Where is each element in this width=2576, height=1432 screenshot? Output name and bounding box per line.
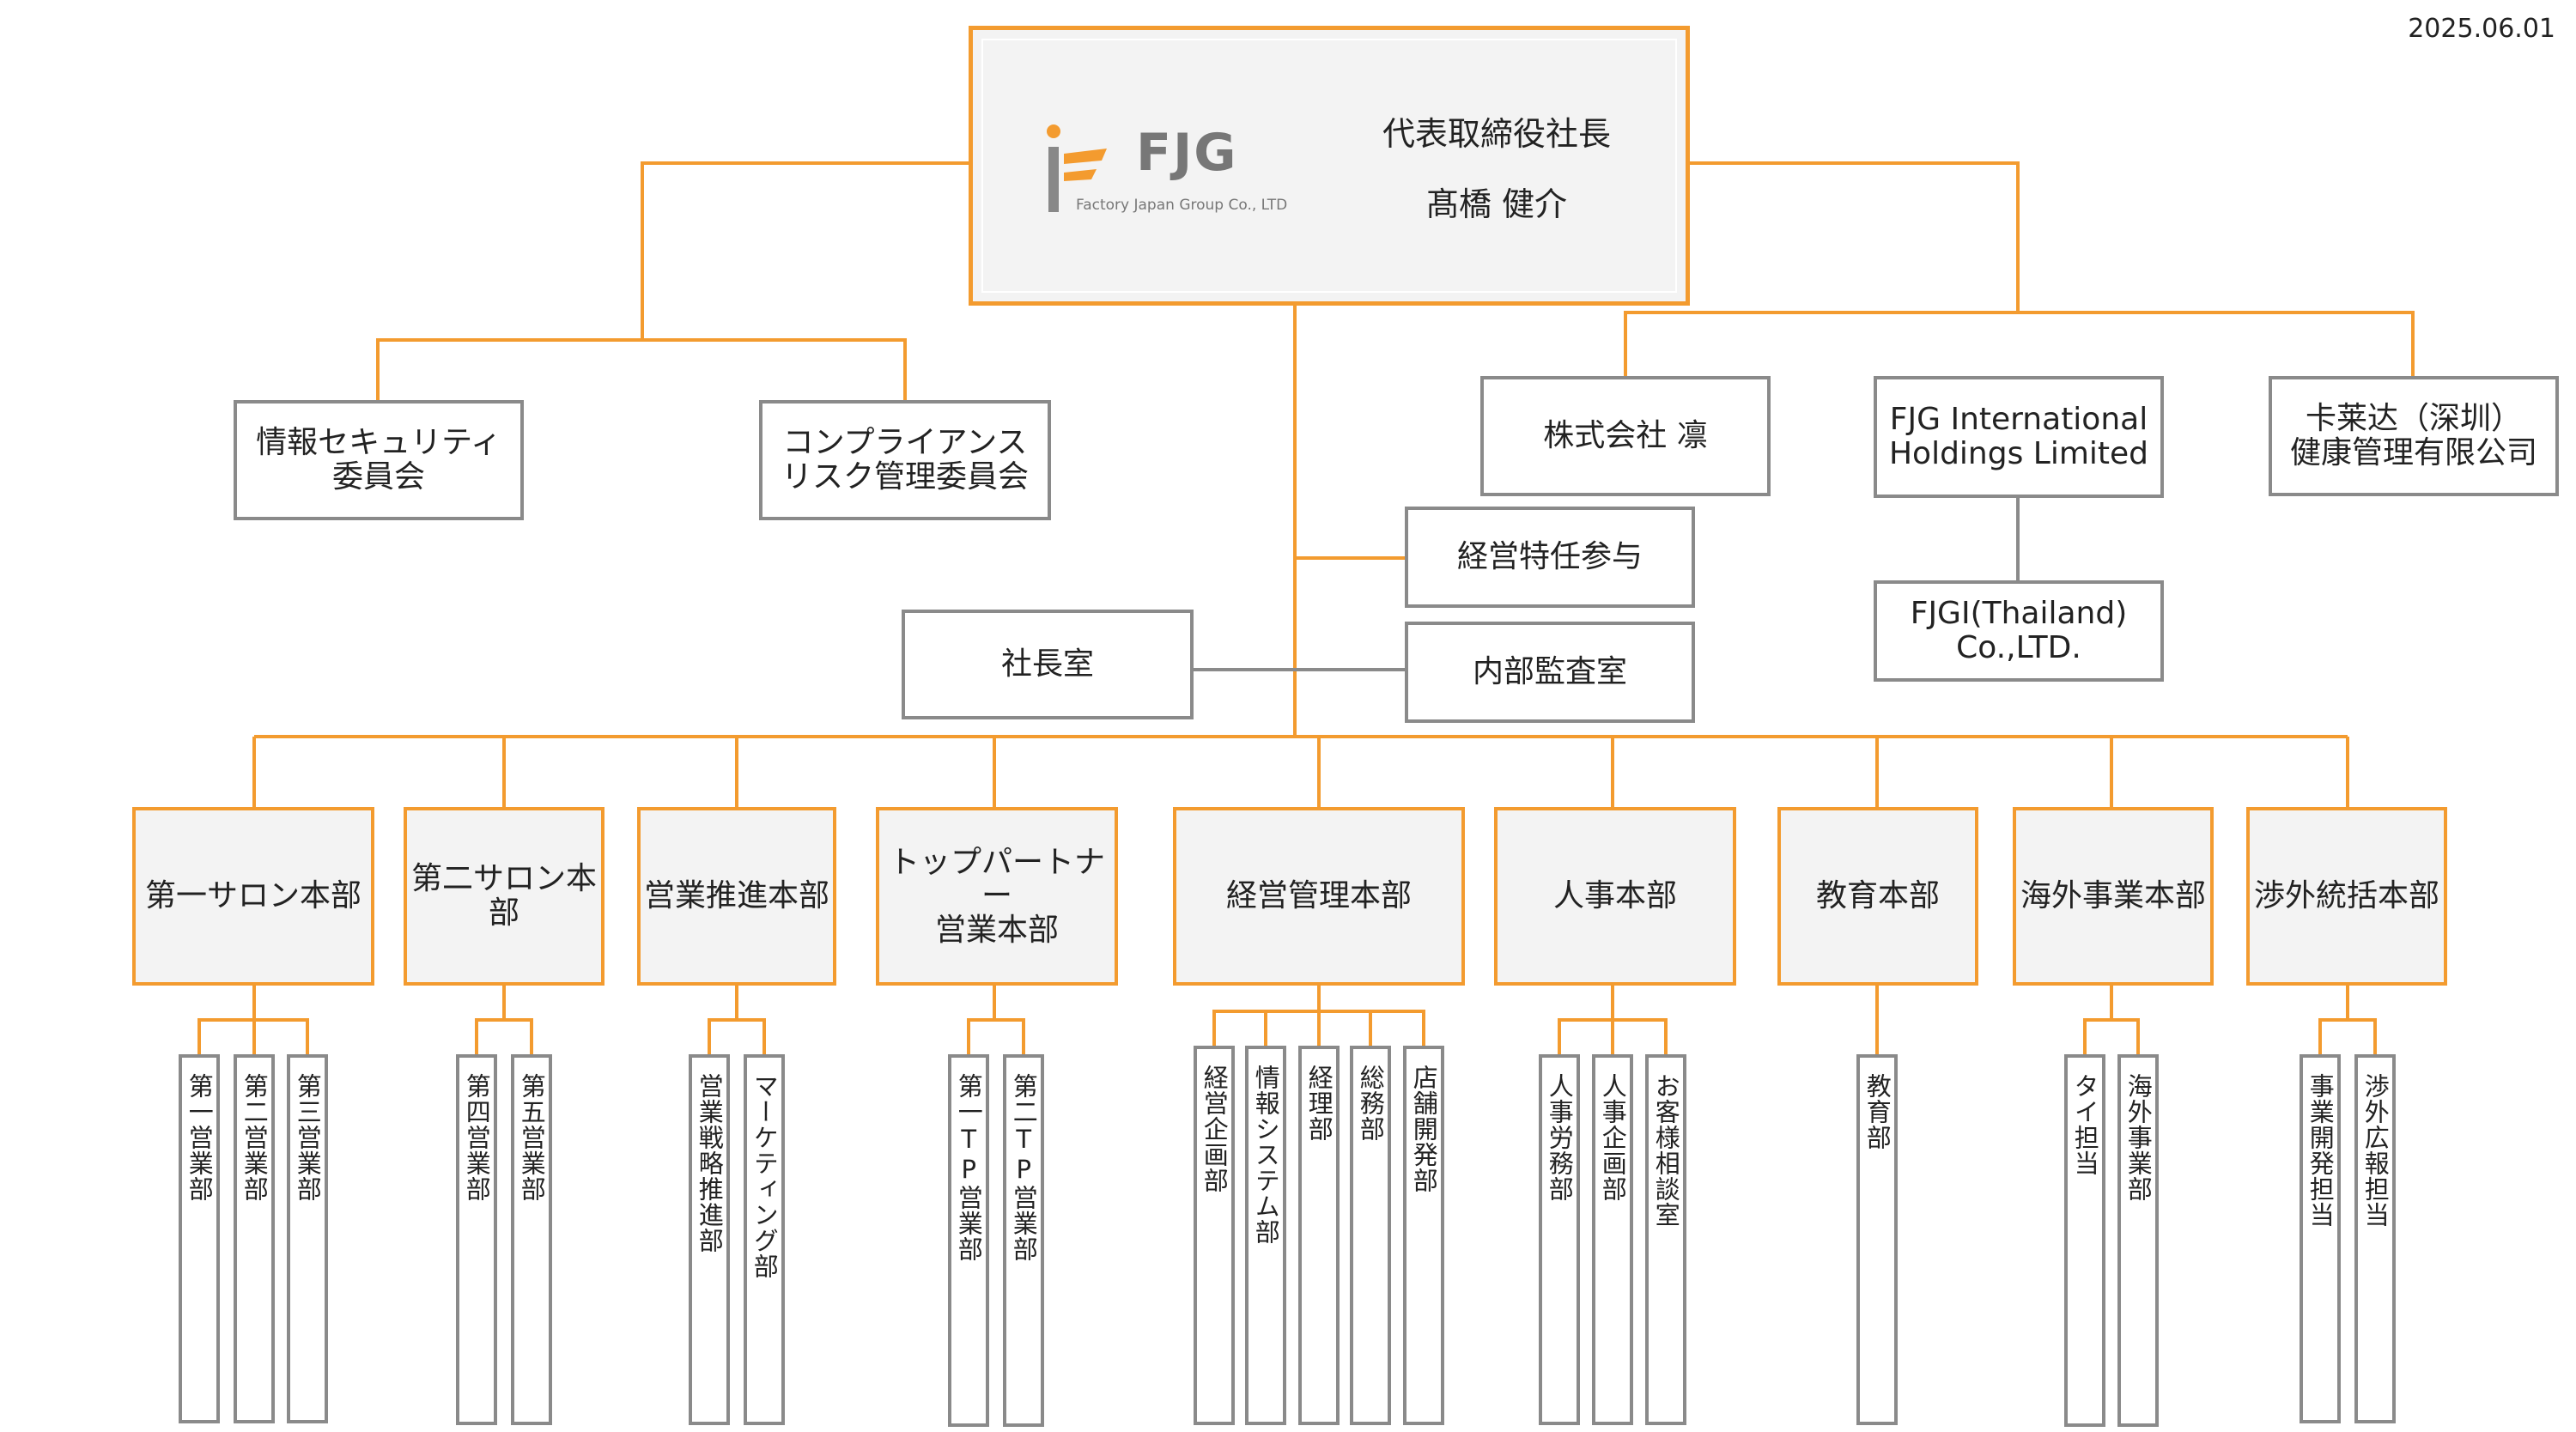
department-label: マーケティング部 [750,1073,780,1279]
department-label: 海外事業部 [2123,1073,2154,1202]
committee-security: 情報セキュリティ 委員会 [234,400,524,520]
division-box: 第一サロン本部 [132,807,374,986]
department-box: 人事企画部 [1592,1054,1633,1425]
department-label: 渉外広報担当 [2360,1073,2391,1228]
department-box: 総務部 [1350,1046,1391,1425]
division-box: トップパートナー 営業本部 [876,807,1118,986]
logo-name: FJG [1136,123,1238,183]
department-box: 経営企画部 [1194,1046,1235,1425]
department-label: 総務部 [1356,1065,1386,1142]
department-box: 第三営業部 [287,1054,328,1423]
division-box: 渉外統括本部 [2246,807,2447,986]
department-label: 第二TP営業部 [1009,1073,1039,1262]
department-label: 第三営業部 [293,1073,323,1202]
division-box: 第二サロン本部 [404,807,605,986]
president-office-box: 社長室 [902,610,1194,719]
department-label: 第二営業部 [240,1073,270,1202]
department-label: タイ担当 [2070,1073,2100,1176]
department-box: 第二TP営業部 [1003,1054,1044,1427]
department-box: 渉外広報担当 [2354,1054,2396,1423]
department-label: 第四営業部 [462,1073,492,1202]
department-box: 第二営業部 [234,1054,275,1423]
department-label: 第一営業部 [185,1073,215,1202]
division-box: 営業推進本部 [637,807,836,986]
audit-office-box: 内部監査室 [1405,622,1695,723]
department-box: 海外事業部 [2117,1054,2159,1427]
department-label: 第五営業部 [517,1073,547,1202]
department-label: お客様相談室 [1651,1073,1681,1228]
department-label: 人事労務部 [1545,1073,1575,1202]
department-label: 第一TP営業部 [954,1073,984,1262]
ceo-box: FJG Factory Japan Group Co., LTD 代表取締役社長… [969,26,1690,306]
department-label: 教育部 [1862,1073,1893,1150]
affiliate-fjg-international: FJG International Holdings Limited [1874,376,2164,498]
ceo-title: 代表取締役社長 [1382,115,1611,153]
department-label: 情報システム部 [1251,1065,1281,1245]
department-box: 事業開発担当 [2300,1054,2341,1423]
advisor-box: 経営特任参与 [1405,507,1695,608]
committee-compliance: コンプライアンス リスク管理委員会 [759,400,1051,520]
department-box: 人事労務部 [1539,1054,1580,1425]
division-box: 海外事業本部 [2013,807,2214,986]
affiliate-rin: 株式会社 凛 [1480,376,1771,496]
date-label: 2025.06.01 [2408,14,2555,44]
logo-subtitle: Factory Japan Group Co., LTD [1076,197,1288,214]
department-box: マーケティング部 [744,1054,785,1425]
department-box: 第一営業部 [179,1054,220,1423]
department-box: 第四営業部 [456,1054,497,1425]
affiliate-shenzhen: 卡莱达（深圳） 健康管理有限公司 [2269,376,2559,496]
department-label: 店舗開発部 [1409,1065,1439,1193]
department-box: 経理部 [1298,1046,1340,1425]
department-label: 経営企画部 [1200,1065,1230,1193]
department-box: 第五営業部 [511,1054,552,1425]
department-label: 経理部 [1304,1065,1334,1142]
department-box: お客様相談室 [1645,1054,1686,1425]
division-box: 教育本部 [1777,807,1978,986]
division-box: 経営管理本部 [1173,807,1465,986]
division-box: 人事本部 [1494,807,1736,986]
department-box: 店舗開発部 [1403,1046,1444,1425]
department-label: 人事企画部 [1598,1073,1628,1202]
department-box: 情報システム部 [1245,1046,1286,1425]
department-box: タイ担当 [2064,1054,2105,1427]
ceo-name: 髙橋 健介 [1425,185,1568,223]
fjg-logo-icon [1047,124,1107,212]
affiliate-thailand: FJGI(Thailand) Co.,LTD. [1874,580,2164,682]
department-box: 教育部 [1856,1054,1898,1425]
department-box: 第一TP営業部 [948,1054,989,1427]
department-label: 営業戦略推進部 [695,1073,725,1253]
department-box: 営業戦略推進部 [689,1054,730,1425]
department-label: 事業開発担当 [2306,1073,2336,1228]
